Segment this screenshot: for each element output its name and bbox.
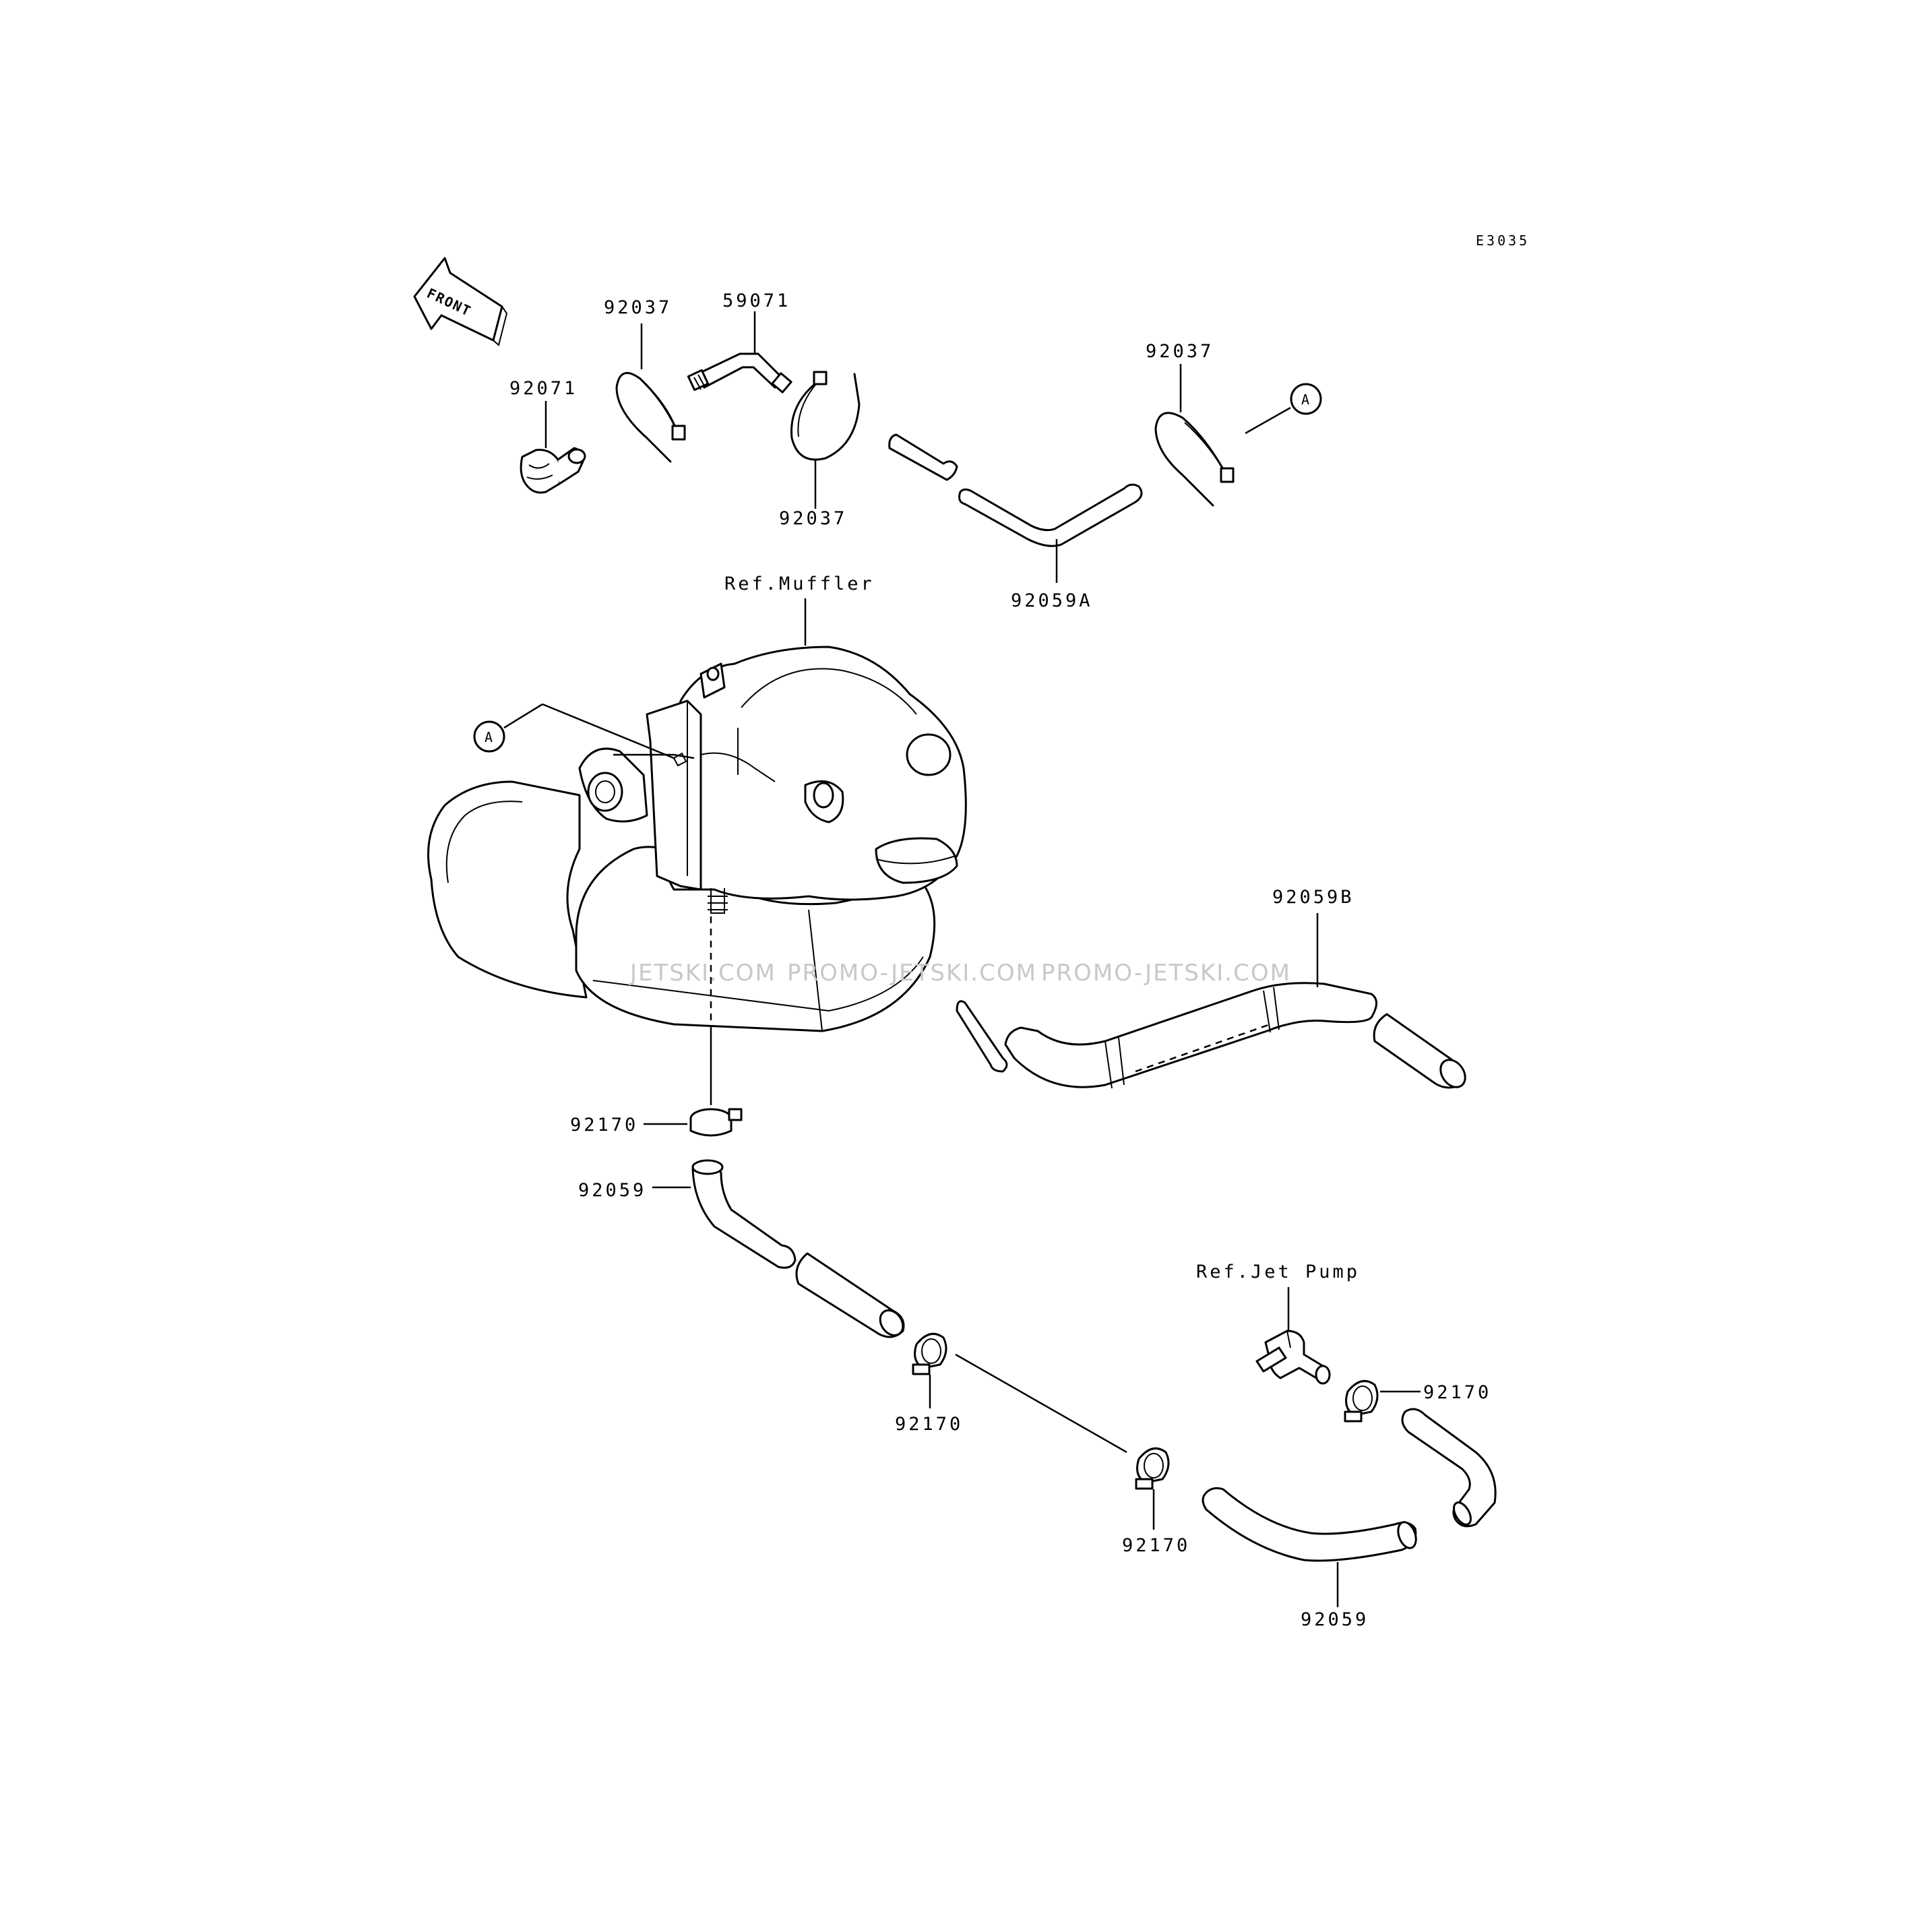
connector-a-left-label: A [485, 729, 493, 745]
label-92059-upper: 92059 [578, 1180, 646, 1201]
label-92170-mid: 92170 [895, 1414, 963, 1435]
part-92170-clamp-right [1344, 1379, 1421, 1423]
label-92170-muffler: 92170 [570, 1115, 638, 1135]
connector-a-right: A [1290, 383, 1322, 415]
label-92059B: 92059B [1272, 887, 1354, 908]
part-92170-clamp-mid [912, 1332, 1127, 1454]
part-92059-hose-upper [652, 1159, 905, 1338]
part-92059A-hose [888, 433, 1143, 583]
part-92071-plug [520, 401, 586, 494]
muffler-body [427, 646, 967, 1032]
part-92170-clamp-lower [1135, 1447, 1170, 1530]
part-92059-hose-lower [1202, 1408, 1497, 1607]
label-92059-lower: 92059 [1301, 1609, 1369, 1630]
ref-muffler-label: Ref.Muffler [724, 573, 875, 594]
label-59071: 59071 [722, 290, 790, 311]
label-92037-right: 92037 [1146, 341, 1214, 362]
label-92170-lower: 92170 [1122, 1535, 1190, 1556]
part-59071-fitting [687, 311, 792, 394]
part-92037-clamp-right [1154, 364, 1291, 507]
part-92059B-hose [956, 913, 1466, 1089]
connector-a-left: A [473, 703, 675, 759]
connector-a-right-label: A [1301, 392, 1309, 408]
watermark-2: PROMO-JETSKI.COM [787, 960, 1037, 987]
jet-pump-fitting [1255, 1330, 1331, 1385]
watermark-1: JETSKI.COM [629, 960, 776, 987]
ref-jet-pump-label: Ref.Jet Pump [1196, 1261, 1360, 1282]
front-arrow-icon: FRONT [413, 257, 508, 346]
diagram-code: E3035 [1476, 232, 1530, 249]
label-92037-lower: 92037 [779, 508, 847, 529]
label-92059A: 92059A [1011, 590, 1093, 611]
part-92037-clamp-lower [790, 371, 861, 509]
watermark-3: PROMO-JETSKI.COM [1041, 960, 1291, 987]
part-92037-clamp-left [615, 323, 686, 463]
part-92170-clamp-muffler [644, 1108, 743, 1137]
label-92170-right: 92170 [1423, 1382, 1491, 1403]
label-92037-left: 92037 [604, 297, 672, 318]
label-92071: 92071 [509, 378, 578, 399]
